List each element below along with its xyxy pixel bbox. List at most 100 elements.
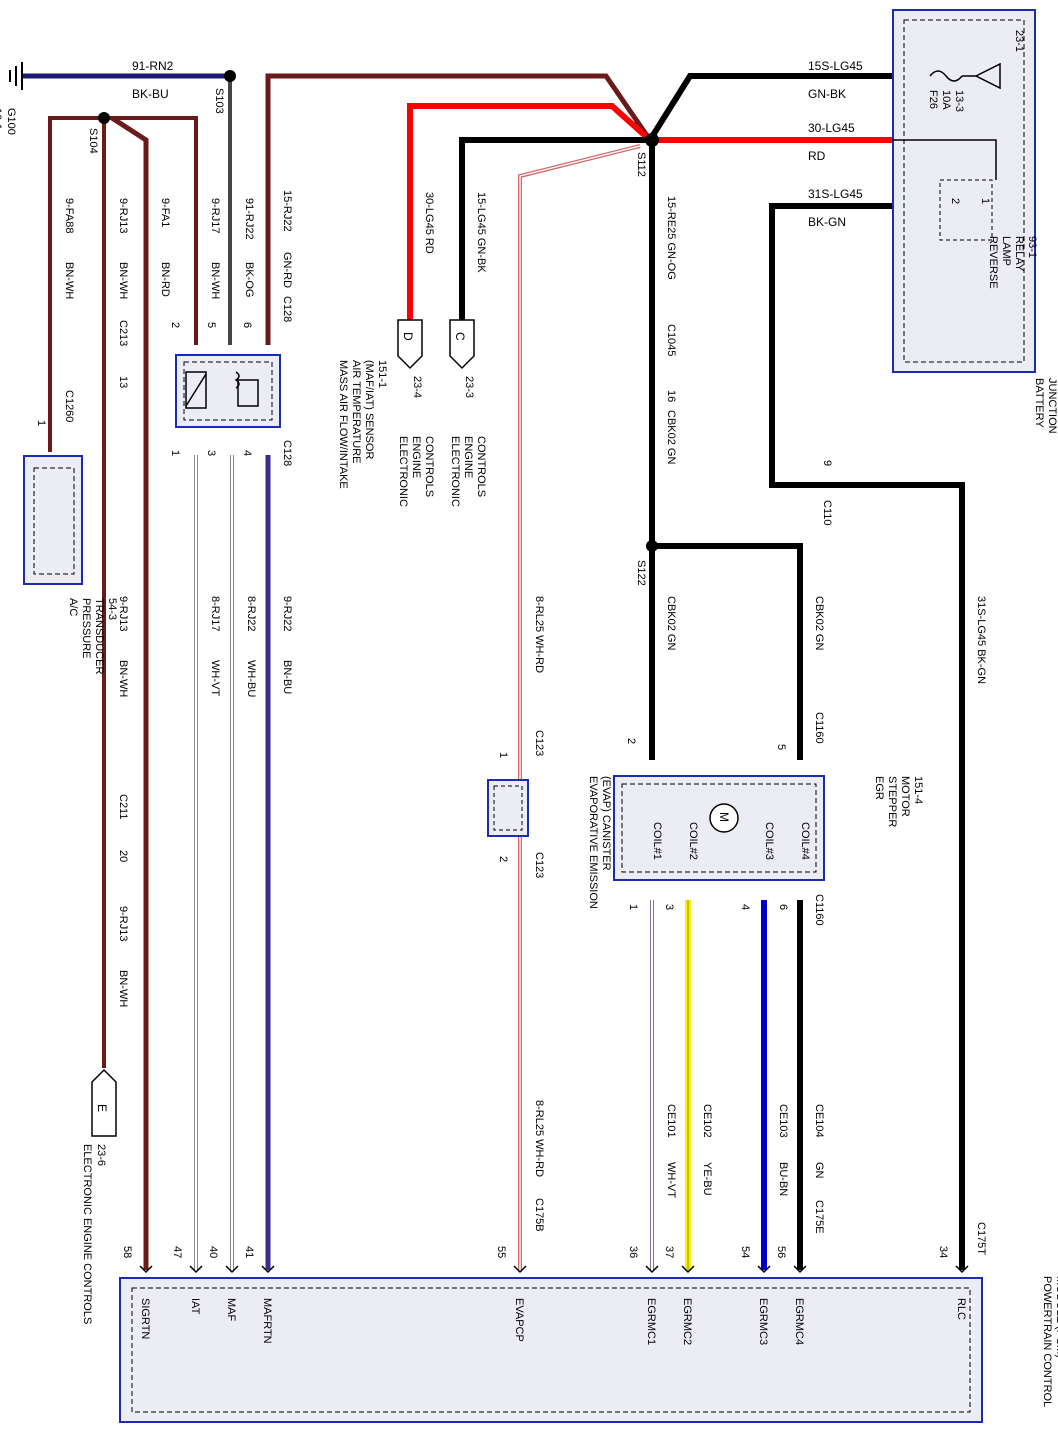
wire-label-cbk02-b: CBK02 GN (665, 596, 677, 650)
wire-label-bn-wh-b: BN-WH (117, 262, 129, 299)
wire-label-bn-wh-d: BN-WH (117, 660, 129, 697)
c123-pin-2: 2 (497, 856, 509, 862)
wire-label-cbk02-a: CBK02 GN (665, 410, 677, 464)
label-line: RELAY (1013, 236, 1025, 272)
c1160-pin-4: 4 (739, 904, 751, 910)
pcm-pin-connector (757, 1265, 771, 1274)
wire-label-9-fa88: 9-FA88 (63, 198, 75, 233)
ce102-color: YE-BU (701, 1162, 713, 1196)
pcm-pin-number: 37 (663, 1246, 675, 1258)
wire-15-lg45-c (459, 137, 650, 320)
pcm-pin-label: EGRMC2 (681, 1298, 693, 1345)
c175t-label: C175T (975, 1222, 987, 1255)
label-line: STEPPER (886, 776, 898, 827)
splice-s112-label: S112 (635, 152, 647, 177)
c1160-pin-3: 3 (663, 904, 675, 910)
ce103-color: BU-BN (777, 1162, 789, 1196)
wire-31s-lg45 (769, 203, 965, 1270)
c1045-label: C1045 (665, 324, 677, 356)
relay-name: REVERSELAMPRELAY93-1 (987, 236, 1038, 289)
ac-transducer-box (23, 455, 83, 585)
pcm-pin-connector (189, 1265, 203, 1274)
fuse-f26-icon (929, 62, 1001, 90)
offpage-d-ref: 23-4 (411, 376, 423, 398)
offpage-c-letter: C (453, 332, 467, 341)
fuse-f26-label: F2610A13-3 (927, 90, 965, 112)
c110-label: C110 (821, 500, 833, 525)
label-line: LAMP (1000, 236, 1012, 266)
wire-label-9-rj22: 9-RJ22 (281, 596, 293, 631)
offpage-d-wire: 30-LG45 RD (423, 192, 435, 254)
offpage-e-icon (91, 1068, 117, 1137)
ce102-id: CE102 (701, 1104, 713, 1138)
c1160-top-label: C1160 (813, 712, 825, 744)
label-line: CONTROLS (475, 436, 487, 497)
pcm-pin-connector (681, 1265, 695, 1274)
c128-pin-3: 3 (205, 450, 217, 456)
c1260-pin: 1 (35, 420, 47, 426)
pcm-pin-label: EGRMC3 (757, 1298, 769, 1345)
pcm-pin-connector (793, 1265, 807, 1274)
wire-cbk02-c (652, 543, 803, 760)
wire-label-31s: 31S-LG45 (808, 187, 863, 201)
offpage-d-icon (397, 319, 423, 370)
c128-pin-5: 5 (205, 322, 217, 328)
pcm-pin-label: MAFRTN (261, 1298, 273, 1344)
c175e-label: C175E (813, 1200, 825, 1234)
ce104-color: GN (813, 1162, 825, 1179)
c211-label: C211 (117, 794, 129, 819)
label-line: AIR TEMPERATURE (350, 360, 362, 464)
c1160-top-pin-2: 2 (625, 738, 637, 744)
relay-pin-1: 1 (979, 198, 991, 204)
label-line: MODULE (PCM) (1054, 1276, 1058, 1358)
ground-id: G100 (5, 108, 17, 135)
offpage-e-letter: E (95, 1104, 109, 1112)
pcm-pin-number: 36 (627, 1246, 639, 1258)
wire-30-lg45-d (407, 103, 653, 320)
wire-9-fa1 (110, 115, 149, 1270)
c1160-pin-6: 6 (777, 904, 789, 910)
splice-s122-label: S122 (635, 560, 647, 586)
c128-top-label: C128 (281, 296, 293, 322)
label-line: JUNCTION (1046, 378, 1058, 434)
c128-pin-4: 4 (241, 450, 253, 456)
pcm-pin-number: 34 (937, 1246, 949, 1258)
pcm-pin-label: SIGRTN (139, 1298, 151, 1339)
c110-pin: 9 (821, 460, 833, 466)
wire-label-9-rj13-a: 9-RJ13 (117, 198, 129, 233)
c213-label: C213 (117, 320, 129, 346)
c123-top-label: C123 (533, 730, 545, 756)
wire-label-bk-gn: BK-GN (808, 215, 846, 229)
wire-label-bn-rd: BN-RD (159, 262, 171, 297)
offpage-e-ref: 23-6 (95, 1144, 107, 1166)
wire-label-bn-wh-e: BN-WH (117, 970, 129, 1007)
wire-label-gn-bk: GN-BK (808, 87, 846, 101)
pcm-pin-connector (645, 1265, 659, 1274)
pcm-pin-number: 58 (121, 1246, 133, 1258)
c211-pin: 20 (117, 850, 129, 862)
c1160-pin-1: 1 (627, 904, 639, 910)
pcm-pin-number: 55 (495, 1246, 507, 1258)
offpage-e-label: ELECTRONIC ENGINE CONTROLS (81, 1144, 93, 1324)
splice-s103 (224, 70, 236, 82)
offpage-d-letter: D (401, 332, 415, 341)
c1160-top-pin-5: 5 (775, 744, 787, 750)
label-line: ENGINE (410, 436, 422, 478)
c128-pin-6: 6 (241, 322, 253, 328)
pcm-pin-connector (139, 1265, 153, 1274)
splice-s104 (98, 112, 110, 124)
offpage-c-label: ELECTRONICENGINECONTROLS (449, 436, 487, 507)
wire-label-cbk02-c: CBK02 GN (813, 596, 825, 650)
label-line: (EVAP) CANISTER (600, 776, 612, 871)
egr-coil-3: COIL#3 (763, 822, 775, 860)
wire-label-bn-wh-a: BN-WH (63, 262, 75, 299)
pcm-pin-label: RLC (955, 1298, 967, 1320)
maf-sensor-box (175, 354, 281, 428)
label-line: 93-1 (1026, 236, 1038, 258)
c128-pin-2: 2 (169, 322, 181, 328)
egr-coil-1: COIL#1 (651, 822, 663, 860)
pcm-pin-number: 56 (775, 1246, 787, 1258)
ce101-id: CE101 (665, 1104, 677, 1138)
egr-motor-icon (709, 803, 739, 833)
c1160-bottom-label: C1160 (813, 894, 825, 926)
